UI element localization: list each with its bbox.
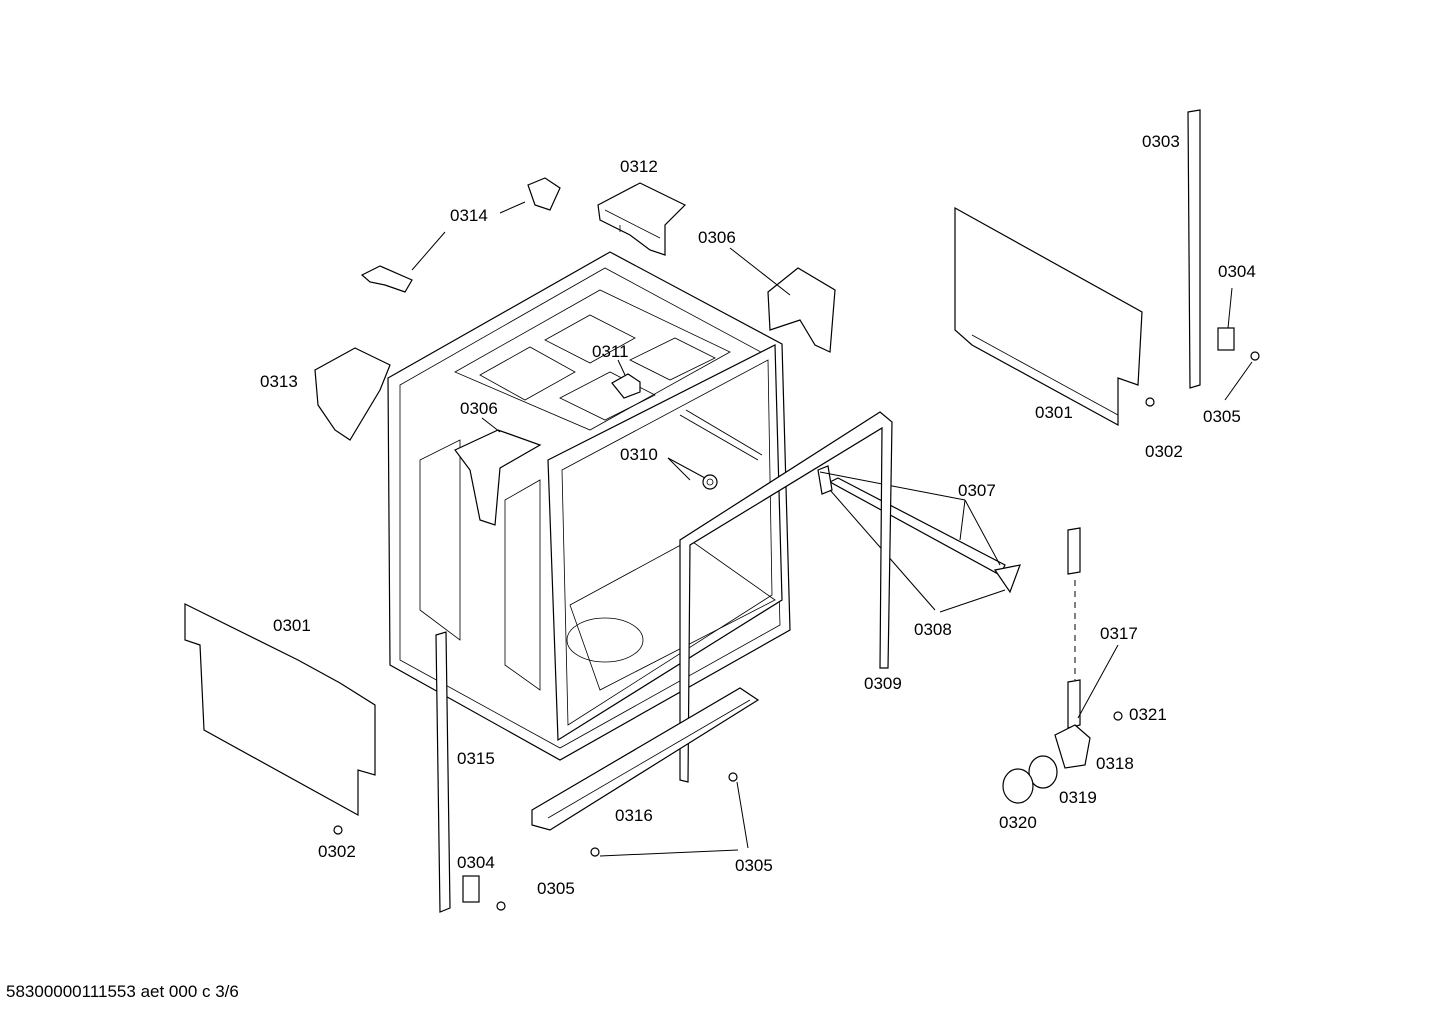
clip-0311 xyxy=(611,359,641,399)
part-label-0321: 0321 xyxy=(1129,705,1167,724)
part-label-0305: 0305 xyxy=(735,856,773,875)
clip-0304-left xyxy=(462,875,480,903)
fittings-0310 xyxy=(667,457,718,490)
part-label-0308: 0308 xyxy=(914,620,952,639)
part-label-0304: 0304 xyxy=(457,853,495,872)
panel-0301-right xyxy=(954,206,1143,427)
part-label-0302: 0302 xyxy=(1145,442,1183,461)
drain-assembly xyxy=(1002,527,1123,804)
part-label-0303: 0303 xyxy=(1142,132,1180,151)
part-label-0319: 0319 xyxy=(1059,788,1097,807)
strip-0303 xyxy=(1187,109,1201,389)
hinge-bar-0307 xyxy=(817,465,1021,613)
part-label-0302: 0302 xyxy=(318,842,356,861)
clip-0304-right xyxy=(1217,287,1235,351)
part-label-0320: 0320 xyxy=(999,813,1037,832)
part-label-0310: 0310 xyxy=(620,445,658,464)
clip-0314 xyxy=(360,177,561,293)
part-label-0314: 0314 xyxy=(450,206,488,225)
part-label-0316: 0316 xyxy=(615,806,653,825)
bracket-0313 xyxy=(314,347,391,441)
part-label-0313: 0313 xyxy=(260,372,298,391)
part-label-0312: 0312 xyxy=(620,157,658,176)
part-label-0301: 0301 xyxy=(273,616,311,635)
part-label-0318: 0318 xyxy=(1096,754,1134,773)
bracket-0306-lower xyxy=(454,417,542,526)
tub-body xyxy=(387,251,791,761)
document-code: 58300000111553 aet 000 c 3/6 xyxy=(6,982,239,1001)
part-label-0301: 0301 xyxy=(1035,403,1073,422)
part-label-0317: 0317 xyxy=(1100,624,1138,643)
bracket-0312 xyxy=(597,182,687,256)
screws-lower xyxy=(333,772,749,911)
rail-0316 xyxy=(531,687,760,831)
part-label-0315: 0315 xyxy=(457,749,495,768)
part-label-0307: 0307 xyxy=(958,481,996,500)
part-label-0304: 0304 xyxy=(1218,262,1256,281)
panel-0301-left xyxy=(184,603,376,817)
part-label-0305: 0305 xyxy=(537,879,575,898)
part-label-0306: 0306 xyxy=(460,399,498,418)
part-label-0305: 0305 xyxy=(1203,407,1241,426)
part-label-0309: 0309 xyxy=(864,674,902,693)
strip-0315 xyxy=(435,631,451,913)
bracket-0306-upper xyxy=(729,247,836,353)
screws-right xyxy=(1145,351,1260,407)
part-label-0311: 0311 xyxy=(592,342,629,361)
part-label-0306: 0306 xyxy=(698,228,736,247)
door-seal-0309 xyxy=(679,411,893,783)
